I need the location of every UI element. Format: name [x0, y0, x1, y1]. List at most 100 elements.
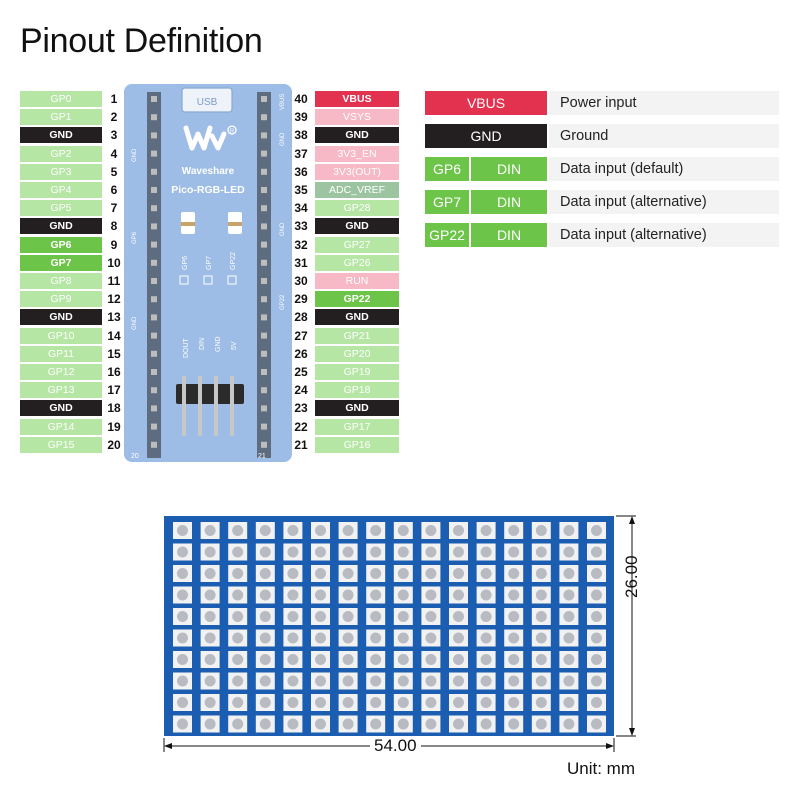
- header-pin: [261, 441, 267, 448]
- led-lens: [591, 589, 602, 601]
- pin-number: 9: [110, 238, 118, 252]
- led-lens: [397, 675, 409, 687]
- led-lens: [370, 525, 382, 536]
- jumper-label-gp6: GP6: [182, 256, 189, 270]
- pin-number: 29: [294, 292, 308, 306]
- led-lens: [177, 632, 188, 644]
- legend-key: GND: [425, 124, 547, 148]
- legend-description: Power input: [549, 91, 779, 115]
- pin-label-gp9: GP9: [20, 291, 102, 307]
- corner-number-21: 21: [258, 453, 266, 460]
- legend-description: Ground: [549, 124, 779, 148]
- pin-number: 25: [294, 365, 308, 379]
- svg-text:R: R: [230, 129, 235, 135]
- led-lens: [425, 589, 437, 601]
- pin-number: 8: [110, 219, 118, 233]
- led-lens: [453, 589, 464, 601]
- header-pin: [261, 187, 267, 193]
- pin-label-gp10: GP10: [20, 328, 102, 344]
- led-lens: [563, 568, 575, 579]
- header-pin: [261, 296, 267, 303]
- led-lens: [342, 611, 354, 622]
- header-pin: [151, 387, 157, 394]
- pin-label-gp7: GP7: [20, 255, 102, 271]
- led-lens: [370, 697, 382, 708]
- led-lens: [342, 632, 354, 644]
- header-pin: [151, 259, 157, 266]
- led-lens: [508, 632, 520, 644]
- led-lens: [535, 611, 547, 622]
- pin-number: 19: [107, 420, 121, 434]
- pin-number: 2: [110, 110, 118, 124]
- led-lens: [397, 654, 409, 665]
- header-pin: [261, 132, 267, 139]
- led-lens: [591, 568, 602, 579]
- legend-subkey: DIN: [471, 190, 547, 214]
- pin-number: 22: [294, 420, 308, 434]
- pin-label-gnd: GND: [20, 309, 102, 325]
- led-lens: [315, 611, 326, 622]
- header-pin: [151, 314, 157, 321]
- pin-number: 31: [294, 256, 308, 270]
- pin-number: 3: [110, 128, 118, 142]
- pin-number: 39: [294, 110, 308, 124]
- header-pin: [261, 387, 267, 394]
- led-lens: [453, 718, 464, 730]
- led-lens: [315, 546, 326, 558]
- led-lens: [425, 632, 437, 644]
- led-lens: [508, 718, 520, 730]
- pin-label-3v3-en: 3V3_EN: [315, 146, 399, 162]
- header-pin: [151, 168, 157, 175]
- header-pin: [151, 369, 157, 375]
- edge-label: GND: [280, 222, 286, 236]
- led-lens: [425, 525, 437, 536]
- led-lens: [287, 654, 299, 665]
- led-lens: [480, 697, 492, 708]
- led-lens: [287, 718, 299, 730]
- led-lens: [259, 611, 271, 622]
- led-lens: [287, 546, 299, 558]
- led-lens: [453, 546, 464, 558]
- header-label-5v: 5V: [231, 341, 238, 350]
- led-lens: [287, 632, 299, 644]
- pin-number: 40: [294, 92, 308, 106]
- edge-label: GP22: [280, 294, 286, 310]
- led-lens: [397, 632, 409, 644]
- led-lens: [259, 675, 271, 687]
- pin-label-gp16: GP16: [315, 437, 399, 453]
- brand-label: Waveshare: [182, 166, 235, 177]
- led-lens: [315, 525, 326, 536]
- led-lens: [204, 611, 216, 622]
- led-lens: [370, 675, 382, 687]
- led-lens: [204, 568, 216, 579]
- header-pin: [261, 350, 267, 357]
- header-pin: [151, 332, 157, 339]
- pin-number: 38: [294, 128, 308, 142]
- unit-label: Unit: mm: [567, 759, 635, 778]
- pin-label-gnd: GND: [315, 400, 399, 416]
- led-lens: [177, 546, 188, 558]
- led-lens: [591, 632, 602, 644]
- pin-label-adc-vref: ADC_VREF: [315, 182, 399, 198]
- led-lens: [535, 654, 547, 665]
- led-lens: [563, 654, 575, 665]
- header-pin: [151, 114, 157, 121]
- pin-label-gp17: GP17: [315, 419, 399, 435]
- led-lens: [232, 654, 244, 665]
- legend-description: Data input (alternative): [549, 223, 779, 247]
- pin-label-gp1: GP1: [20, 109, 102, 125]
- led-lens: [232, 718, 244, 730]
- pin-number: 14: [107, 329, 121, 343]
- led-lens: [315, 654, 326, 665]
- led-lens: [591, 611, 602, 622]
- led-lens: [204, 546, 216, 558]
- led-lens: [508, 525, 520, 536]
- pin-label-gp3: GP3: [20, 164, 102, 180]
- edge-label: GND: [280, 132, 286, 146]
- led-lens: [177, 568, 188, 579]
- led-lens: [425, 654, 437, 665]
- pin-number: 4: [110, 147, 118, 161]
- pin-number: 18: [107, 401, 121, 415]
